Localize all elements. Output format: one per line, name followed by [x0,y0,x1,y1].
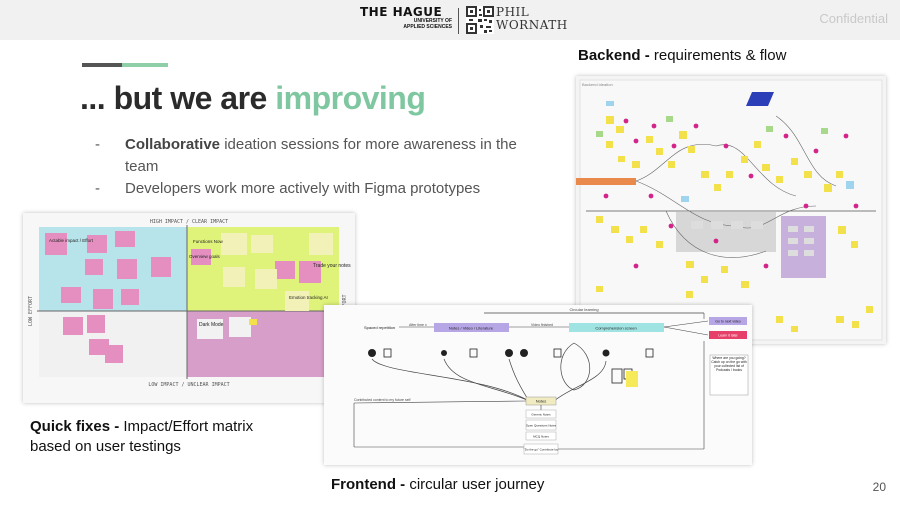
title-prefix: ... but we are [80,80,276,116]
title-highlight: improving [275,80,426,116]
hague-logo-title: THE HAGUE [360,5,443,19]
slide-title: ... but we are improving [80,80,426,117]
quick-fixes-caption-bold: Quick fixes - [30,418,120,435]
quick-fixes-caption-text2: based on user testings [30,438,181,455]
matrix-bottom-label: LOW IMPACT / UNCLEAR IMPACT [148,382,229,388]
fe-open-questions: Open Questions Notes [526,424,557,428]
fe-contribute: Contributed content to my future self [354,398,410,402]
impact-effort-matrix: Actable impact / Effort Functions Now Ov… [23,213,355,403]
accent-bar-green [122,63,168,67]
backend-caption-text: requirements & flow [649,47,787,64]
top-bar: THE HAGUE UNIVERSITY OF APPLIED SCIENCES… [0,0,900,40]
fe-video-finished: Video finished [531,323,553,327]
bullet-dash: - [95,136,100,153]
bullet-dash: - [95,180,100,197]
fe-learn-later: Learn it later [718,334,738,338]
frontend-caption-text: circular user journey [405,476,545,493]
frontend-journey-diagram: Circular learning Notes / Video / Litera… [324,305,752,465]
hague-logo-sub1: UNIVERSITY OF [413,18,452,24]
frontend-journey-image: Circular learning Notes / Video / Litera… [324,305,752,465]
fe-where-note: Where are you going? Catch up on the go … [711,356,747,372]
quick-fixes-caption: Quick fixes - Impact/Effort matrix based… [30,417,253,457]
fe-circular: Circular learning [569,307,598,312]
frontend-caption-bold: Frontend - [331,476,406,493]
phil-logo-line1: PHIL [496,5,530,19]
backend-flow-diagram: Backend ideation [576,76,886,344]
matrix-left-label: LOW EFFORT [28,296,34,326]
backend-caption: Backend - requirements & flow [578,47,786,64]
fe-spaced: Spaced repetition [364,325,395,330]
fe-mcq: MCQ Notes [533,435,549,439]
accent-bar-dark [82,63,122,67]
note-functions: Functions Now [193,239,224,244]
hague-logo-sub2: APPLIED SCIENCES [403,23,452,30]
note-emotion: Emotion tracking AI [289,295,328,300]
title-accent-bar [82,63,168,67]
fe-notes-video: Notes / Video / Literature [449,326,494,331]
fe-comprehension: Comprehension screen [595,326,636,331]
note-dark-mode: Dark Mode [199,322,224,328]
backend-flow-image: Backend ideation [576,76,886,344]
fe-do-it: "Do the go" Contribute loo [524,448,559,452]
bullet-bold: Collaborative [125,136,221,153]
backend-caption-bold: Backend - [578,47,650,64]
phil-wornath-logo: PHIL WORNATH [496,6,568,32]
matrix-top-label: HIGH IMPACT / CLEAR IMPACT [150,219,228,225]
note-overview: Overview goals [189,254,221,259]
fe-next-video: Go to next video [715,320,741,324]
qr-logo-icon [466,6,494,34]
confidential-label: Confidential [819,11,888,26]
bullet-item: - Collaborative ideation sessions for mo… [95,134,525,178]
quick-fixes-caption-text1: Impact/Effort matrix [119,418,254,435]
note-trade: Trade your notes [313,263,351,269]
impact-effort-matrix-image: Actable impact / Effort Functions Now Ov… [23,213,355,403]
logo-divider [458,8,459,34]
svg-text:Backend ideation: Backend ideation [582,82,613,87]
phil-logo-line2: WORNATH [496,18,568,32]
page-number: 20 [872,480,886,494]
frontend-caption: Frontend - circular user journey [331,476,544,493]
fe-notes: Notes [536,399,546,404]
bullet-item: - Developers work more actively with Fig… [95,178,525,200]
bullet-text: ideation sessions for more awareness in … [125,136,517,175]
quadrant-low-effort-low-impact [39,311,187,377]
hague-logo: THE HAGUE UNIVERSITY OF APPLIED SCIENCES [360,6,452,36]
note-actable: Actable impact / Effort [49,238,94,243]
bullet-list: - Collaborative ideation sessions for mo… [95,134,525,200]
fe-generic-notes: Generic Notes [531,413,551,417]
bullet-text: Developers work more actively with Figma… [125,180,481,197]
fe-after-time: After time x [409,323,427,327]
